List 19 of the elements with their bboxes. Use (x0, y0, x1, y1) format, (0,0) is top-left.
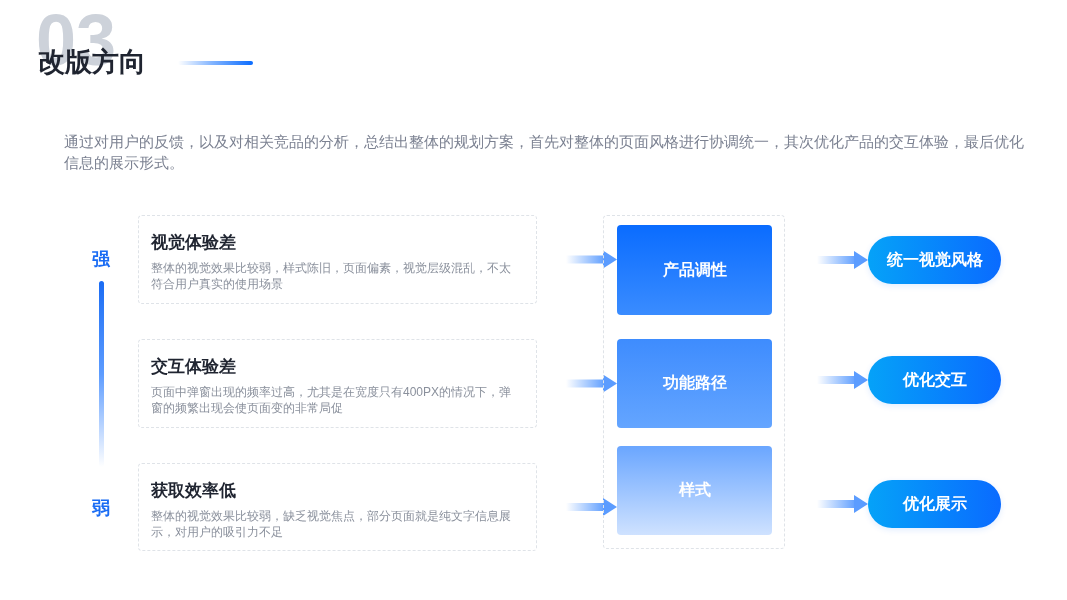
problem-card (138, 463, 537, 551)
goal-pill: 优化交互 (868, 356, 1001, 404)
card-description: 页面中弹窗出现的频率过高，尤其是在宽度只有400PX的情况下，弹窗的频繁出现会使页面变的非常局促 (151, 384, 513, 416)
card-description: 整体的视觉效果比较弱，缺乏视觉焦点，部分页面就是纯文字信息展示，对用户的吸引力不足 (151, 508, 512, 540)
scale-label: 强 (92, 249, 110, 269)
category-block: 样式 (617, 446, 772, 535)
problem-card (138, 215, 537, 304)
card-heading: 交互体验差 (151, 356, 236, 377)
card-description: 整体的视觉效果比较弱，样式陈旧，页面偏素，视觉层级混乱，不太符合用户真实的使用场景 (151, 260, 512, 292)
goal-pill: 优化展示 (868, 480, 1001, 528)
problem-card (138, 339, 537, 428)
dashed-group-frame (603, 215, 785, 549)
category-block: 功能路径 (617, 339, 772, 428)
card-heading: 获取效率低 (151, 480, 236, 501)
goal-pill: 统一视觉风格 (868, 236, 1001, 284)
intro-paragraph: 通过对用户的反馈，以及对相关竞品的分析，总结出整体的规划方案，首先对整体的页面风格进行协调统一，其次优化产品的交互体验，最后优化信息的展示形式。 (64, 132, 1025, 173)
scale-label: 弱 (92, 498, 110, 518)
card-heading: 视觉体验差 (151, 232, 236, 253)
category-block: 产品调性 (617, 225, 772, 315)
